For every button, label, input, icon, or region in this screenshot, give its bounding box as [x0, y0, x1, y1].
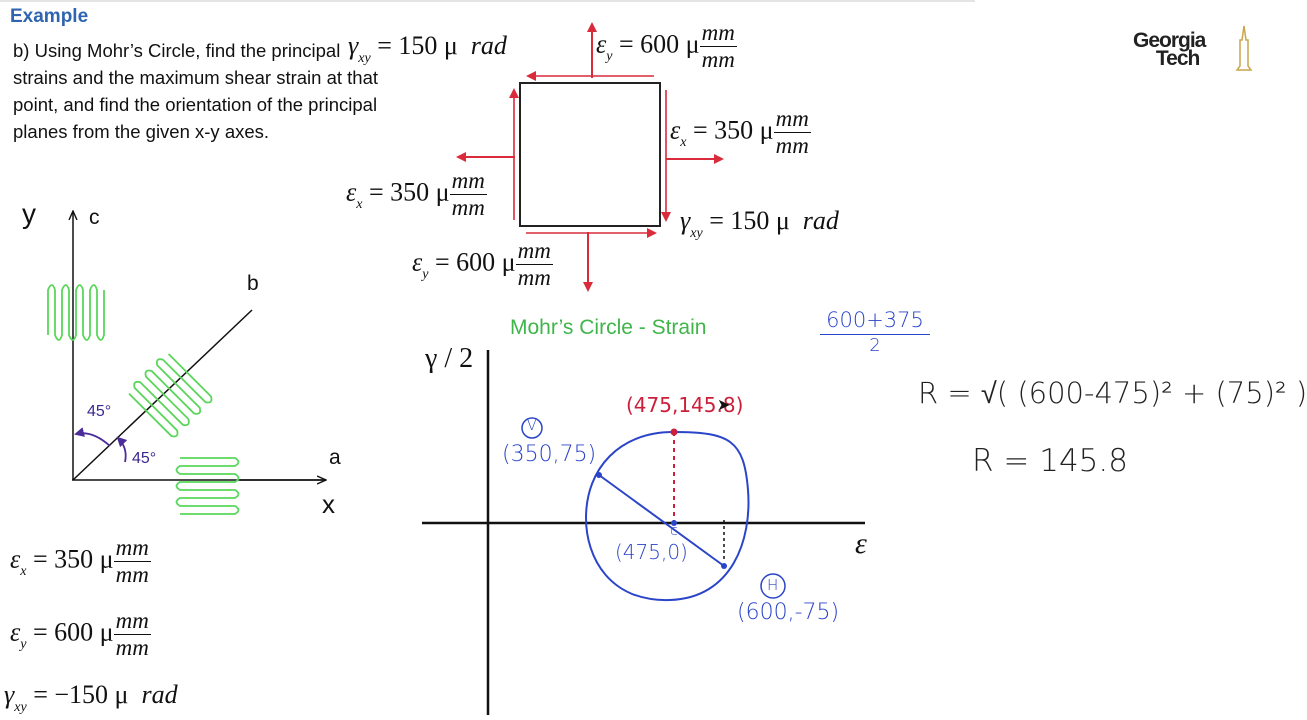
gamma-axis-label: γ / 2 [425, 343, 474, 374]
center-label: (475,0) [615, 540, 688, 564]
diameter-line [598, 474, 725, 567]
center-dot [671, 520, 677, 526]
mohr-circle [584, 430, 750, 602]
gamma-top-label: γxy = 150 μ rad [348, 31, 507, 66]
gauge-c [47, 284, 105, 341]
gauge-a [175, 457, 240, 515]
problem-statement: b) Using Mohr’s Circle, find the princip… [13, 40, 379, 142]
gamma-bottom-label: γxy = 150 μ rad [680, 206, 839, 241]
point-v-label: (350,75) [502, 442, 597, 467]
point-h-label: (600,-75) [737, 600, 840, 625]
mohr-circle-title: Mohr’s Circle - Strain [510, 316, 707, 339]
given-gamma-xy: γxy = −150 μ rad [4, 680, 178, 715]
point-h-circle [760, 573, 786, 599]
center-tag: c [670, 523, 678, 539]
strain-rosette-diagram [47, 200, 350, 515]
rosette-y-label: y [22, 198, 36, 229]
rosette-a-label: a [329, 446, 341, 469]
georgia-tech-logo: Georgia Tech [1133, 25, 1253, 71]
gauge-b [128, 353, 213, 438]
point-h-tag: H [767, 576, 779, 594]
top-point-dot [670, 428, 678, 436]
center-fraction: 600+375 2 [820, 308, 930, 356]
angle-arc-2 [74, 427, 111, 447]
mohr-circle-diagram [422, 350, 865, 715]
point-v-tag: V [527, 418, 537, 434]
point-v-dot [596, 472, 602, 478]
rosette-b-label: b [247, 272, 259, 295]
rosette-c-label: c [89, 206, 100, 229]
rosette-x-label: x [322, 489, 335, 519]
angle-label-2: 45° [132, 450, 157, 467]
example-heading: Example [10, 6, 89, 27]
element-square [519, 82, 661, 227]
b-axis-line [72, 309, 253, 481]
point-v-circle [521, 417, 543, 439]
strain-element-diagram [456, 22, 724, 292]
angle-label-1: 45° [87, 403, 112, 420]
tower-icon [1235, 25, 1253, 71]
point-h-dot [721, 563, 727, 569]
radius-formula: R = √( (600-475)² + (75)² ) [918, 376, 1307, 410]
radius-result: R = 145.8 [972, 443, 1128, 479]
angle-arc-1 [116, 436, 128, 463]
top-divider [0, 0, 975, 2]
top-point-label: (475,145.8) [626, 393, 744, 417]
cursor-icon: ➤ [717, 397, 731, 414]
epsilon-axis-label: ε [855, 527, 867, 560]
